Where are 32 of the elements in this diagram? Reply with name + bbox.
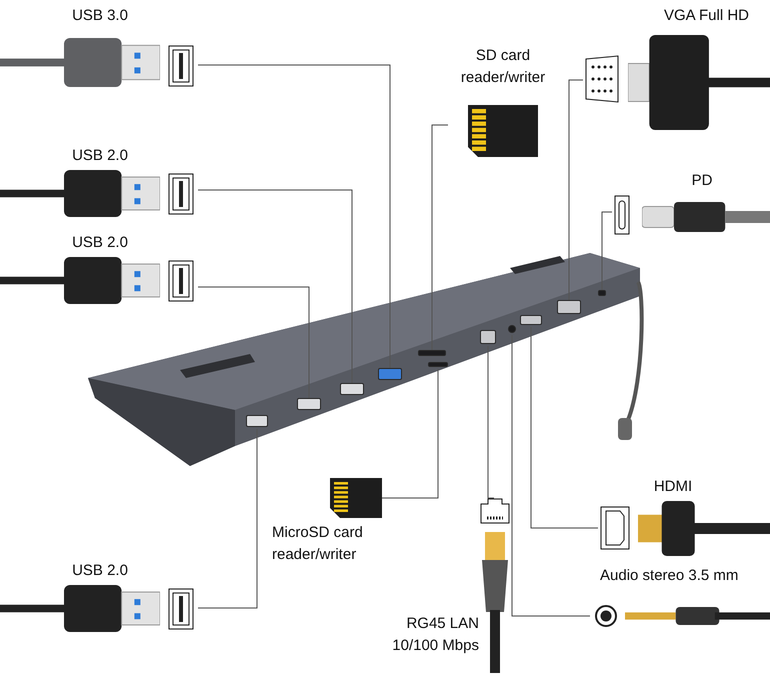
port-label: HDMI [652, 477, 694, 497]
leader-line [198, 64, 390, 368]
port-label: USB 2.0 [71, 146, 129, 166]
leader-line [512, 334, 590, 616]
port-label: MicroSD card reader/writer [272, 523, 364, 565]
port-label: USB 3.0 [71, 6, 129, 26]
leader-line [602, 212, 612, 290]
port-label: VGA Full HD [662, 6, 750, 26]
usb-port [246, 415, 268, 427]
leader-line [198, 428, 258, 608]
port-label: PD [690, 171, 714, 191]
port-label: Audio stereo 3.5 mm [600, 566, 740, 586]
port-label: RG45 LAN 10/100 Mbps [391, 614, 479, 656]
usb-c-port [598, 290, 606, 296]
leader-line [530, 326, 598, 528]
leader-line [488, 346, 494, 498]
usb-port [297, 398, 321, 410]
leader-line [198, 286, 310, 398]
hdmi-port [520, 315, 542, 325]
vga-port [557, 300, 581, 314]
usb-port [340, 383, 364, 395]
port-label: USB 2.0 [71, 561, 129, 581]
card-slot [428, 362, 448, 367]
port-label: USB 2.0 [71, 233, 129, 253]
ethernet-port [480, 330, 496, 344]
leader-line [382, 368, 438, 498]
usb-port [378, 368, 402, 380]
leader-line [568, 80, 584, 300]
leader-line [198, 190, 352, 384]
card-slot [418, 350, 446, 356]
leader-line [432, 124, 448, 350]
port-label: SD card reader/writer [460, 46, 546, 88]
